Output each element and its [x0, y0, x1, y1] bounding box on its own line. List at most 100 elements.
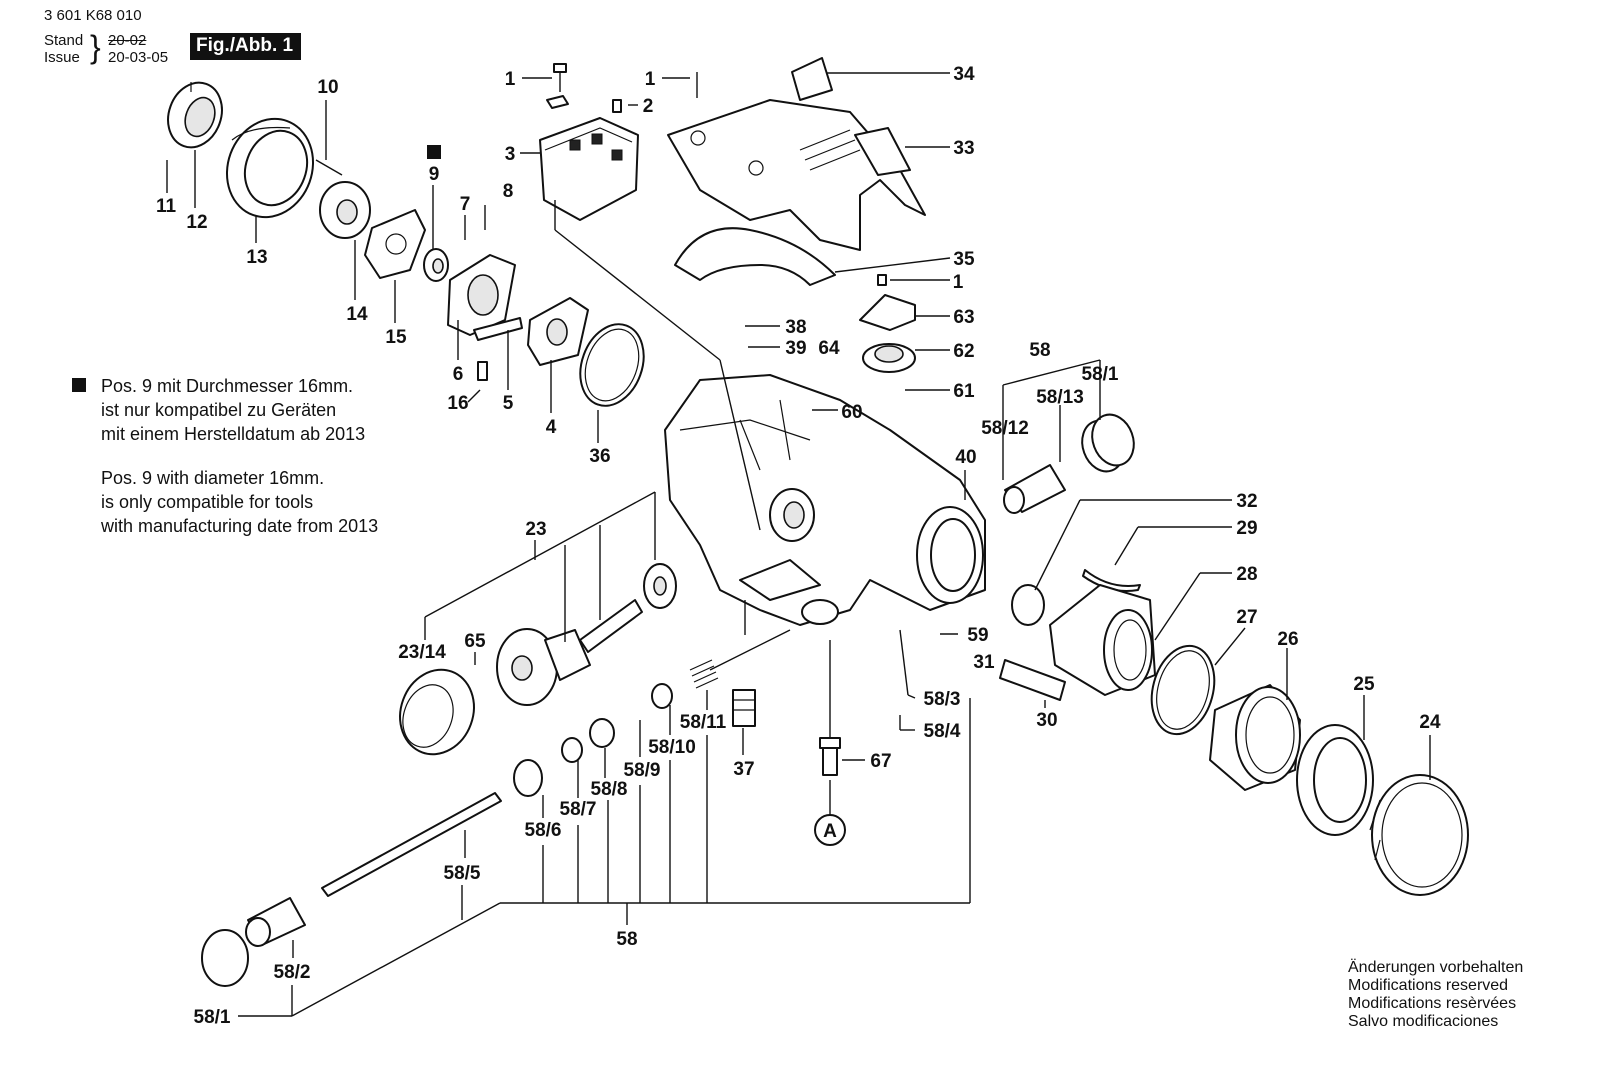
callout-label: 58/9	[624, 760, 661, 781]
note-marker-icon	[72, 378, 86, 392]
washer-part	[423, 248, 449, 282]
pos9-marker-icon	[427, 145, 441, 159]
callout-label: 58/6	[525, 820, 562, 841]
plate-part	[364, 209, 426, 279]
callout-label: 8	[503, 181, 514, 202]
callout-label: 4	[546, 417, 557, 438]
callout-label: 58/5	[444, 863, 481, 884]
callout-label: 25	[1353, 674, 1375, 695]
callout-label: 7	[460, 194, 471, 215]
callout-label: 1	[505, 69, 516, 90]
callout-label: 24	[1419, 712, 1441, 733]
mount-block-part	[447, 254, 523, 381]
main-housing-part	[664, 374, 986, 626]
callout-labels: 1 1 2 3 34 33 10 11 12 13 14 15 9 7 8 6 …	[156, 64, 1441, 1028]
callout-label: 65	[464, 631, 486, 652]
callout-label: 13	[246, 247, 267, 268]
callout-label: 2	[643, 96, 654, 117]
reference-a-circle-icon	[814, 814, 846, 846]
callout-label: 1	[953, 272, 964, 293]
sight-cap-parts	[859, 274, 916, 373]
callout-label: 30	[1036, 710, 1057, 731]
note-de-line: ist nur kompatibel zu Geräten	[101, 400, 337, 420]
callout-label: 31	[973, 652, 995, 673]
footer-line: Modifications resèrvées	[1348, 995, 1517, 1012]
callout-label: 63	[953, 307, 974, 328]
callout-label: 61	[953, 381, 975, 402]
callout-label: 58/1	[194, 1007, 231, 1028]
callout-label: 36	[589, 446, 610, 467]
axle-bushing-part	[245, 897, 306, 947]
callout-label: 15	[385, 327, 407, 348]
bearing-ring-part	[167, 81, 223, 149]
callout-label: 38	[785, 317, 806, 338]
figure-label: Fig./Abb. 1	[190, 33, 302, 60]
callout-label: 34	[953, 64, 975, 85]
callout-label: 40	[955, 447, 976, 468]
callout-label: 3	[505, 144, 516, 165]
note-de: Pos. 9 mit Durchmesser 16mm. ist nur kom…	[101, 374, 365, 446]
callout-label: 28	[1236, 564, 1257, 585]
stand-label: Stand	[44, 32, 84, 49]
callout-label: 58/3	[924, 689, 961, 710]
footer-line: Änderungen vorbehalten	[1348, 959, 1524, 976]
callout-label: 27	[1236, 607, 1257, 628]
callout-label: 39	[785, 338, 806, 359]
focus-ring-part	[225, 117, 315, 219]
callout-label: 32	[1236, 491, 1257, 512]
callout-label: 58/11	[680, 712, 727, 733]
callout-label: 64	[818, 338, 840, 359]
footer-line: Modifications reserved	[1348, 977, 1509, 994]
callout-label: A	[823, 821, 837, 842]
callout-label: 5	[503, 393, 514, 414]
callout-label: 60	[841, 402, 862, 423]
stand-date: 20-02	[108, 32, 147, 49]
callout-label: 10	[317, 77, 338, 98]
callout-label: 62	[953, 341, 974, 362]
doc-number: 3 601 K68 010	[44, 7, 142, 24]
note-de-line: mit einem Herstelldatum ab 2013	[101, 424, 366, 444]
callout-label: 29	[1236, 518, 1257, 539]
axle-part	[321, 792, 502, 897]
callout-label: 9	[429, 164, 440, 185]
axle-knob-part	[201, 929, 249, 987]
note-en-line: Pos. 9 with diameter 16mm.	[101, 468, 325, 488]
hex-screw-part	[819, 737, 841, 776]
end-cap-part	[1369, 774, 1469, 896]
o-ring-part	[579, 323, 645, 407]
switch-unit-part	[539, 99, 639, 221]
note-en-line: with manufacturing date from 2013	[101, 516, 379, 536]
issue-label: Issue	[44, 49, 80, 66]
eyepiece-tube-part	[1003, 413, 1135, 514]
callout-label: 58/10	[648, 737, 696, 758]
lens-ring-part	[1296, 724, 1374, 836]
callout-label: 1	[645, 69, 656, 90]
lens-barrel-part	[1209, 684, 1301, 791]
callout-label: 58/4	[924, 721, 961, 742]
callout-label: 6	[453, 364, 464, 385]
callout-label: 58/2	[274, 962, 311, 983]
callout-label: 23/14	[398, 642, 446, 663]
slide-plate-part	[999, 659, 1066, 701]
callout-label: 37	[733, 759, 754, 780]
callout-label: 26	[1277, 629, 1298, 650]
ring-part	[1011, 584, 1045, 626]
drive-shaft-part	[496, 599, 643, 706]
small-sleeve-parts	[513, 683, 673, 797]
brace-icon: }	[90, 29, 101, 65]
callout-label: 14	[346, 304, 368, 325]
flange-ring-part	[643, 563, 677, 609]
callout-label: 23	[525, 519, 546, 540]
callout-label: 59	[967, 625, 988, 646]
callout-label: 35	[953, 249, 975, 270]
note-en: Pos. 9 with diameter 16mm. is only compa…	[101, 466, 378, 538]
inner-shield-part	[674, 227, 836, 286]
fitting-part	[732, 689, 756, 727]
flange-part	[315, 159, 371, 239]
sealing-ring-part	[1150, 644, 1216, 736]
callout-label: 11	[156, 196, 177, 217]
callout-label: 58/12	[981, 418, 1029, 439]
tube-housing-part	[1049, 584, 1156, 696]
callout-label: 58/7	[560, 799, 597, 820]
